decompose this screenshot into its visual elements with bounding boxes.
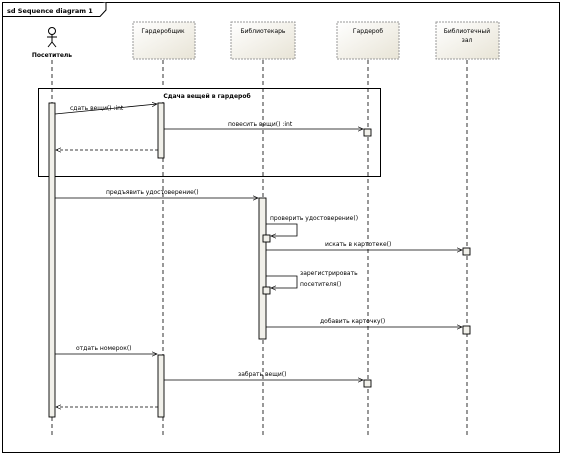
activation-librarian-nested-1 bbox=[262, 234, 271, 243]
message-label: повесить вещи() :int bbox=[228, 121, 293, 128]
activation-cloakroom-2 bbox=[363, 379, 372, 388]
message-label: добавить карточку() bbox=[320, 318, 385, 325]
actor-visitor[interactable]: Посетитель bbox=[32, 27, 72, 60]
lifeline-head-librarian[interactable]: Библиотекарь bbox=[230, 21, 296, 60]
message-register-visitor[interactable]: зарегистрировать посетителя() bbox=[266, 270, 358, 288]
activation-visitor bbox=[48, 102, 56, 418]
diagram-frame bbox=[2, 2, 560, 453]
activation-cloakroom-1 bbox=[363, 128, 372, 137]
fragment-label-box bbox=[160, 89, 255, 101]
fragment-label: Сдача вещей в гардероб bbox=[163, 93, 250, 100]
message-label: проверить удостоверение() bbox=[270, 215, 358, 222]
actor-label: Посетитель bbox=[32, 52, 72, 59]
message-label-line1: зарегистрировать bbox=[300, 270, 358, 277]
message-check-id[interactable]: проверить удостоверение() bbox=[266, 215, 358, 236]
frame-label-pentagon bbox=[2, 2, 107, 17]
message-label: предъявить удостоверение() bbox=[106, 189, 199, 196]
message-label-line2: посетителя() bbox=[300, 281, 341, 288]
lifeline-label: Библиотекарь bbox=[241, 28, 286, 35]
message-hand-over-things[interactable]: сдать вещи() :int bbox=[54, 104, 157, 115]
activation-hall-1 bbox=[462, 247, 471, 256]
lifeline-label: Гардеробщик bbox=[141, 28, 185, 35]
activation-attendant-1 bbox=[157, 102, 165, 159]
message-search-catalogue[interactable]: искать в картотеке() bbox=[266, 241, 462, 250]
lifeline-head-cloakroom-attendant[interactable]: Гардеробщик bbox=[132, 21, 196, 60]
actor-head bbox=[48, 27, 56, 35]
lifeline-head-cloakroom[interactable]: Гардероб bbox=[336, 21, 400, 60]
message-give-token[interactable]: отдать номерок() bbox=[55, 345, 157, 354]
activation-librarian-nested-2 bbox=[262, 286, 271, 295]
frame-label: sd Sequence diagram 1 bbox=[7, 7, 93, 15]
message-label: сдать вещи() :int bbox=[70, 105, 124, 112]
message-label: забрать вещи() bbox=[238, 371, 286, 378]
activation-attendant-2 bbox=[157, 354, 165, 418]
lifeline-label: Гардероб bbox=[353, 28, 383, 35]
message-take-things[interactable]: забрать вещи() bbox=[164, 371, 363, 380]
fragment-cloakroom[interactable]: Сдача вещей в гардероб bbox=[38, 88, 381, 177]
activation-librarian bbox=[258, 197, 267, 340]
activation-hall-2 bbox=[462, 325, 471, 335]
message-add-card[interactable]: добавить карточку() bbox=[266, 318, 462, 327]
message-label: отдать номерок() bbox=[76, 345, 132, 352]
message-present-id[interactable]: предъявить удостоверение() bbox=[55, 189, 258, 198]
activations bbox=[48, 102, 471, 418]
message-label: искать в картотеке() bbox=[325, 241, 391, 248]
message-hang-things[interactable]: повесить вещи() :int bbox=[164, 121, 363, 129]
